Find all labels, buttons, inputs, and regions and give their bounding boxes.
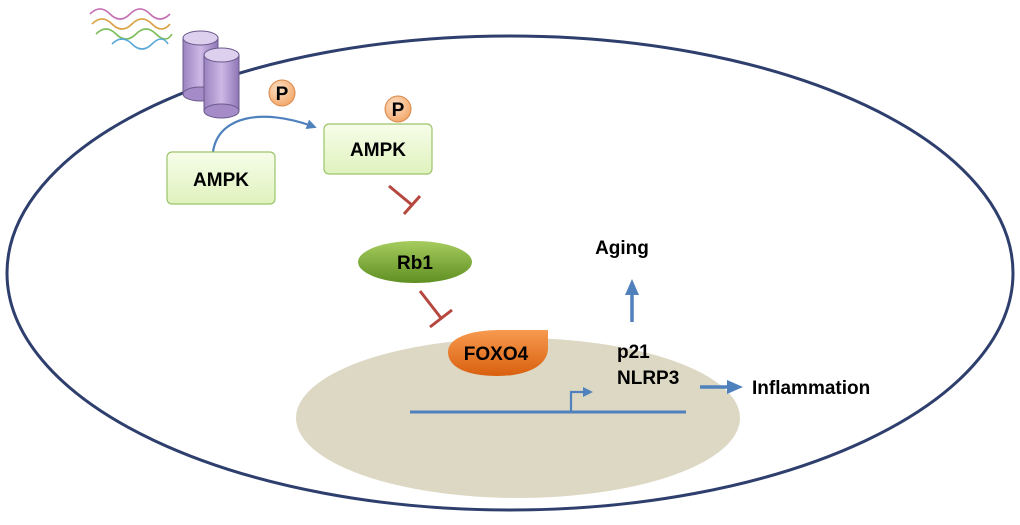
inhibit-rb1-foxo4 — [418, 290, 453, 329]
target-gene-nlrp3: NLRP3 — [617, 368, 679, 389]
transcription-start-arrow — [569, 387, 593, 412]
inhibit-ampk-rb1 — [388, 184, 422, 215]
ligand-waves-icon — [89, 8, 173, 50]
outcome-inflammation: Inflammation — [752, 378, 870, 399]
ampk-inactive-node: AMPK — [166, 151, 276, 205]
phospho-badge-receptor-label: P — [276, 84, 289, 105]
target-gene-p21: p21 — [617, 342, 650, 363]
phosphorylation-arrow — [211, 115, 317, 153]
receptor-icon — [182, 30, 240, 119]
ampk-active-node: AMPK — [323, 123, 433, 175]
nucleus — [296, 338, 740, 498]
outcome-aging: Aging — [595, 238, 649, 259]
phospho-badge-receptor: P — [268, 79, 296, 107]
foxo4-node: FOXO4 — [448, 330, 548, 376]
phospho-badge-ampk: P — [384, 95, 412, 123]
foxo4-label: FOXO4 — [464, 344, 529, 365]
ampk-inactive-label: AMPK — [193, 170, 249, 191]
phospho-badge-ampk-label: P — [392, 100, 405, 121]
rb1-node: Rb1 — [358, 241, 472, 283]
rb1-label: Rb1 — [397, 253, 433, 274]
ampk-active-label: AMPK — [350, 140, 406, 161]
